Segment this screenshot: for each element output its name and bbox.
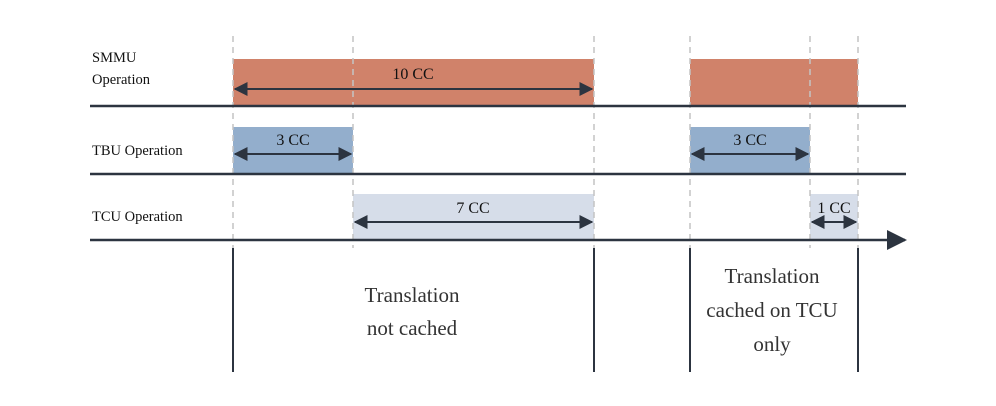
case-cached-line2: cached on TCU [706, 298, 837, 322]
smmu-duration-label: 10 CC [392, 66, 433, 83]
tbu-duration-label-cached: 3 CC [733, 132, 766, 149]
tcu-duration-label-cached: 1 CC [817, 200, 850, 217]
tcu-duration-label-not-cached: 7 CC [456, 200, 489, 217]
case-boundaries [232, 248, 859, 372]
tbu-row-label: TBU Operation [92, 143, 183, 159]
case-cached-line3: only [753, 332, 791, 356]
case-not-cached-line1: Translation [365, 283, 460, 307]
smmu-row-label-line1: SMMU [92, 50, 137, 66]
time-guides [232, 36, 859, 248]
tbu-duration-label-not-cached: 3 CC [276, 132, 309, 149]
case-not-cached-line2: not cached [367, 316, 458, 340]
smmu-bar-cached [690, 59, 858, 106]
smmu-row-label-line2: Operation [92, 72, 151, 88]
duration-arrows [233, 82, 858, 229]
tcu-row-label: TCU Operation [92, 209, 183, 225]
case-cached-line1: Translation [725, 264, 820, 288]
